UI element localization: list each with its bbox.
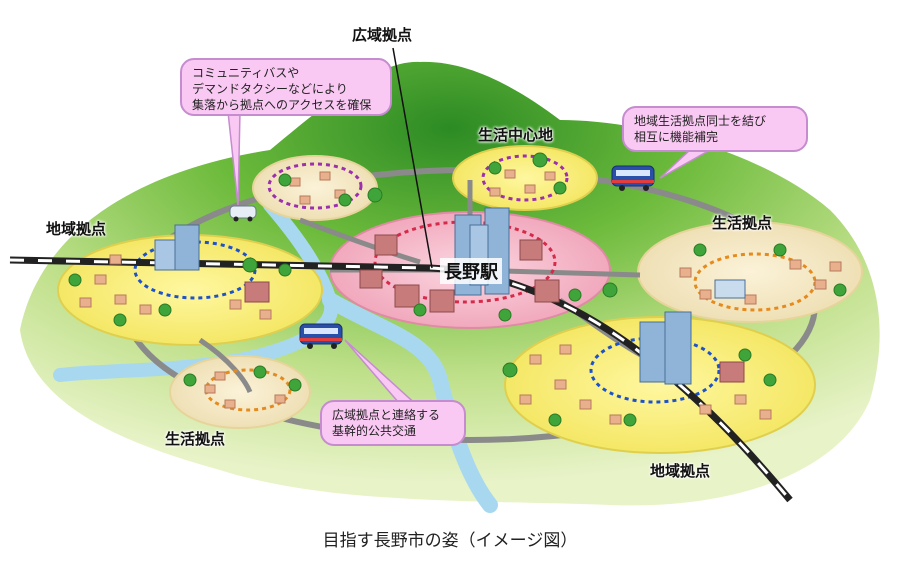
hub-life-right xyxy=(637,221,863,323)
bus-icon-top-right xyxy=(611,165,655,191)
wide-hub-pointer-line xyxy=(392,47,433,269)
label-life-hub-right: 生活拠点 xyxy=(712,214,773,232)
callout-regional-link: 地域生活拠点同士を結び 相互に機能補完 xyxy=(622,106,808,152)
callout-line: 相互に機能補完 xyxy=(634,130,719,144)
label-nagano-station: 長野駅 xyxy=(440,258,502,284)
callout-line: コミュニティバスや xyxy=(192,66,300,80)
houses xyxy=(79,169,842,425)
label-life-center: 生活中心地 xyxy=(478,126,554,144)
label-regional-hub-bottom: 地域拠点 xyxy=(650,462,711,480)
river-branch xyxy=(322,292,498,513)
hub-regional-bottom xyxy=(504,316,816,454)
callout-community-bus: コミュニティバスや デマンドタクシーなどにより 集落から拠点へのアクセスを確保 xyxy=(180,58,392,116)
figure-caption: 目指す長野市の姿（イメージ図） xyxy=(322,531,578,551)
label-wide-hub: 広域拠点 xyxy=(352,26,413,44)
car-icon xyxy=(229,205,257,222)
label-regional-hub-left: 地域拠点 xyxy=(46,220,107,238)
mid-rise-buildings xyxy=(244,234,745,383)
towers xyxy=(154,207,746,385)
callout-line: 広域拠点と連絡する xyxy=(332,408,441,422)
callout-trunk-transit: 広域拠点と連絡する 基幹的公共交通 xyxy=(320,400,466,446)
callout-line: デマンドタクシーなどにより xyxy=(192,82,348,96)
city-illustration xyxy=(9,47,880,513)
hub-life-top-left xyxy=(252,155,378,221)
callout-line: 地域生活拠点同士を結び xyxy=(634,114,767,128)
river xyxy=(53,198,339,382)
callout-line: 基幹的公共交通 xyxy=(332,424,417,438)
bus-icon-left xyxy=(299,323,343,349)
callout-line: 集落から拠点へのアクセスを確保 xyxy=(192,98,372,112)
label-life-hub-left: 生活拠点 xyxy=(165,430,226,448)
trees xyxy=(68,152,847,427)
